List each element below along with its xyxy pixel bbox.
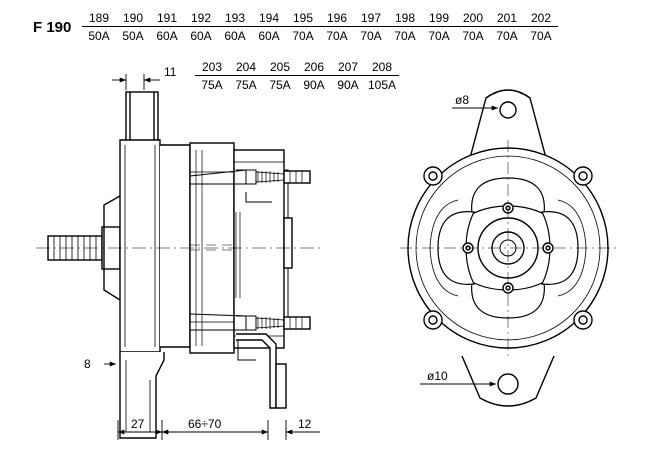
terminal-bracket bbox=[236, 333, 287, 409]
variant-current: 90A bbox=[303, 78, 325, 92]
variant-code: 206 bbox=[297, 60, 331, 76]
variant-code: 201 bbox=[490, 11, 524, 27]
housing-bosses bbox=[423, 166, 593, 330]
variant-current: 75A bbox=[269, 78, 291, 92]
bottom-mount-hole bbox=[497, 373, 519, 395]
front-boss bbox=[103, 195, 121, 301]
variant-current: 70A bbox=[292, 29, 314, 43]
variant-code: 208 bbox=[365, 60, 399, 76]
variant-current: 75A bbox=[235, 78, 257, 92]
through-bolts bbox=[189, 169, 311, 331]
dim-pulley-width: 11 bbox=[164, 65, 177, 79]
variant-code: 205 bbox=[263, 60, 297, 76]
variant-current: 70A bbox=[496, 29, 518, 43]
variant-current: 70A bbox=[326, 29, 348, 43]
dim-rear-lug: 12 bbox=[298, 417, 312, 431]
variant-current: 70A bbox=[394, 29, 416, 43]
variant-code: 203 bbox=[195, 60, 229, 76]
top-ear bbox=[125, 91, 159, 145]
rear-housing bbox=[233, 149, 293, 349]
dim-bottom-hole: ø10 bbox=[427, 369, 448, 383]
model-label: F 190 bbox=[33, 19, 72, 36]
variant-code: 200 bbox=[456, 11, 490, 27]
dim-bracket-width: 27 bbox=[131, 417, 145, 431]
variant-code: 199 bbox=[422, 11, 456, 27]
variant-code: 191 bbox=[150, 11, 184, 27]
side-dimensions bbox=[104, 74, 320, 440]
variant-code: 198 bbox=[388, 11, 422, 27]
variant-code: 189 bbox=[82, 11, 116, 27]
variant-current: 70A bbox=[360, 29, 382, 43]
hub bbox=[477, 217, 539, 279]
variant-code: 194 bbox=[252, 11, 286, 27]
variant-current: 70A bbox=[530, 29, 552, 43]
variant-code: 193 bbox=[218, 11, 252, 27]
variant-code: 207 bbox=[331, 60, 365, 76]
variant-current: 90A bbox=[337, 78, 359, 92]
variant-code: 192 bbox=[184, 11, 218, 27]
top-mount-hole bbox=[499, 101, 517, 119]
dim-body-length: 66÷70 bbox=[188, 417, 222, 431]
front-view bbox=[400, 89, 616, 407]
variant-current: 60A bbox=[224, 29, 246, 43]
variant-current: 70A bbox=[462, 29, 484, 43]
variant-current: 60A bbox=[190, 29, 212, 43]
variant-code: 197 bbox=[354, 11, 388, 27]
stator bbox=[189, 142, 235, 354]
front-housing bbox=[119, 139, 191, 353]
variant-current: 60A bbox=[258, 29, 280, 43]
variant-current: 50A bbox=[88, 29, 110, 43]
variant-code: 195 bbox=[286, 11, 320, 27]
dim-bracket-offset: 8 bbox=[84, 357, 91, 371]
variant-cell: 208 105A bbox=[365, 60, 399, 92]
variant-current: 60A bbox=[156, 29, 178, 43]
variant-current: 70A bbox=[428, 29, 450, 43]
variant-current: 75A bbox=[201, 78, 223, 92]
variant-code: 196 bbox=[320, 11, 354, 27]
side-view bbox=[36, 91, 320, 439]
dim-top-hole: ø8 bbox=[455, 93, 469, 107]
variant-code: 190 bbox=[116, 11, 150, 27]
variant-current: 50A bbox=[122, 29, 144, 43]
variant-code: 202 bbox=[524, 11, 558, 27]
top-mount-ear bbox=[469, 89, 547, 159]
hole-leaders bbox=[420, 105, 498, 387]
variant-current: 105A bbox=[367, 78, 397, 92]
variant-code: 204 bbox=[229, 60, 263, 76]
bottom-mount-ear bbox=[461, 355, 555, 407]
